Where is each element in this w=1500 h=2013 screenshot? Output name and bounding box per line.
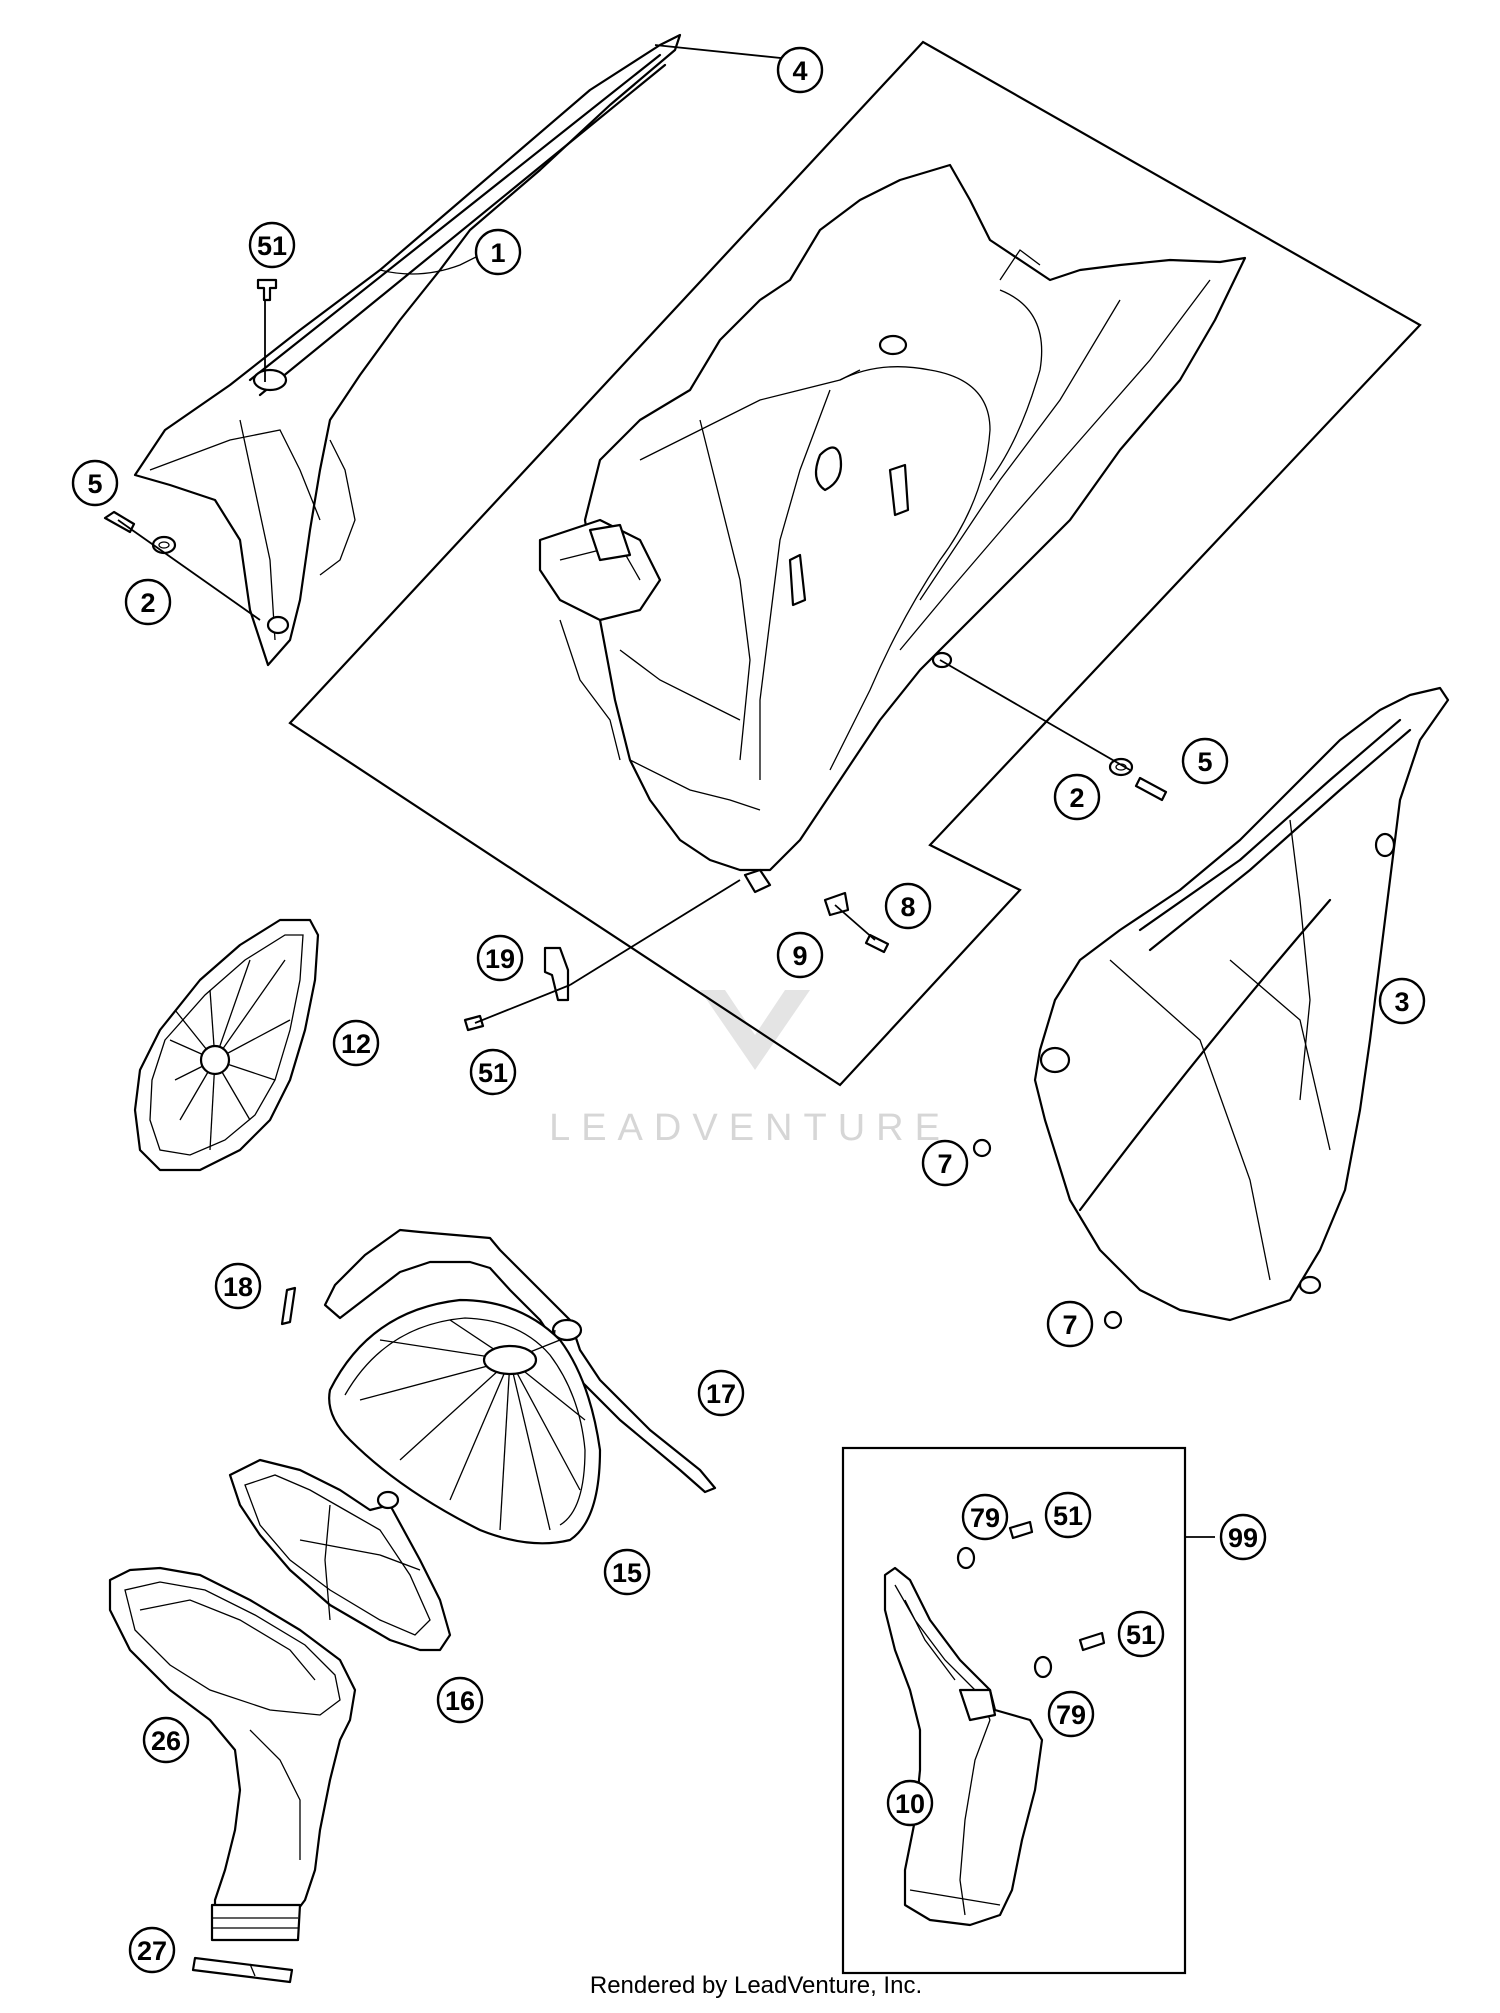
callout-label: 51 [478, 1058, 508, 1088]
part-12-filter-cover [133, 918, 320, 1172]
leader-lines [117, 44, 1131, 1024]
part-4-group-outline [288, 40, 1422, 1087]
callout-15: 15 [603, 1548, 651, 1596]
callout-label: 8 [900, 892, 915, 922]
callout-79-upper: 79 [961, 1493, 1009, 1541]
callout-99: 99 [1219, 1513, 1267, 1561]
callout-label: 17 [706, 1379, 736, 1409]
callout-2-left: 2 [124, 578, 172, 626]
callout-label: 79 [1056, 1700, 1086, 1730]
callout-label: 5 [1197, 747, 1212, 777]
callout-79-lower: 79 [1047, 1690, 1095, 1738]
callout-51-kit-upper: 51 [1044, 1491, 1092, 1539]
part-27-clamp [191, 1956, 294, 1984]
part-26-intake-boot [108, 1566, 357, 1942]
callout-27: 27 [128, 1926, 176, 1974]
callout-label: 5 [87, 469, 102, 499]
part-1-left-side-panel [133, 33, 682, 667]
callout-51-kit-lower: 51 [1117, 1610, 1165, 1658]
part-15-air-filter [328, 1298, 602, 1545]
part-4-air-box [538, 163, 1247, 894]
callout-label: 2 [140, 588, 155, 618]
callout-label: 1 [490, 238, 505, 268]
part-18-pin [280, 1286, 297, 1326]
clip-8 [823, 891, 890, 954]
part-3-right-side-panel [1033, 686, 1450, 1322]
callout-label: 4 [792, 56, 807, 86]
callout-51-mid: 51 [469, 1048, 517, 1096]
callout-19: 19 [476, 934, 524, 982]
callout-label: 2 [1069, 783, 1084, 813]
footer-credit: Rendered by LeadVenture, Inc. [590, 1972, 922, 1999]
part-16-filter-cage [228, 1458, 452, 1652]
callout-label: 19 [485, 944, 515, 974]
part-17-filter-support [323, 1228, 717, 1494]
callout-label: 51 [1053, 1501, 1083, 1531]
callout-label: 26 [151, 1726, 181, 1756]
bolt-5-right [1134, 776, 1168, 802]
part-10-intake-snorkel [883, 1566, 1044, 1927]
callout-label: 51 [1126, 1620, 1156, 1650]
bolt-51-top [256, 278, 278, 302]
callout-10: 10 [886, 1779, 934, 1827]
callout-7-lower: 7 [1046, 1300, 1094, 1348]
callout-1: 1 [474, 228, 522, 276]
bolt-51-kit-upper [1008, 1520, 1034, 1540]
callout-7-upper: 7 [921, 1139, 969, 1187]
callout-label: 79 [970, 1503, 1000, 1533]
callout-label: 12 [341, 1029, 371, 1059]
bolt-51-kit-lower [1078, 1631, 1106, 1652]
callout-17: 17 [697, 1369, 745, 1417]
callout-label: 10 [895, 1789, 925, 1819]
callout-label: 16 [445, 1686, 475, 1716]
nut-7-lower [1103, 1310, 1123, 1330]
nut-79-lower [1033, 1655, 1053, 1679]
nut-79-upper [956, 1546, 976, 1570]
part-99-kit-outline [841, 1446, 1187, 1975]
callout-label: 15 [612, 1558, 642, 1588]
watermark: LEADVENTURE [549, 990, 951, 1149]
bolt-51-mid [463, 1014, 485, 1032]
callout-label: 3 [1394, 987, 1409, 1017]
callout-label: 27 [137, 1936, 167, 1966]
callout-2-right: 2 [1053, 773, 1101, 821]
callout-5-right: 5 [1181, 737, 1229, 785]
grommet-2-right [1108, 757, 1134, 777]
callout-12: 12 [332, 1019, 380, 1067]
callout-label: 7 [1062, 1310, 1077, 1340]
callout-26: 26 [142, 1716, 190, 1764]
callout-label: 7 [937, 1149, 952, 1179]
watermark-text: LEADVENTURE [549, 1107, 951, 1149]
callout-label: 99 [1228, 1523, 1258, 1553]
callout-16: 16 [436, 1676, 484, 1724]
nut-7-upper [972, 1138, 992, 1158]
callout-51-top: 51 [248, 221, 296, 269]
callout-label: 9 [792, 941, 807, 971]
callout-4: 4 [776, 46, 824, 94]
callout-3: 3 [1378, 977, 1426, 1025]
bracket-19 [543, 946, 570, 1002]
callout-label: 18 [223, 1272, 253, 1302]
callout-18: 18 [214, 1262, 262, 1310]
callout-9: 9 [776, 931, 824, 979]
callout-5-left: 5 [71, 459, 119, 507]
callout-label: 51 [257, 231, 287, 261]
grommet-2-left [151, 535, 177, 555]
callout-8: 8 [884, 882, 932, 930]
